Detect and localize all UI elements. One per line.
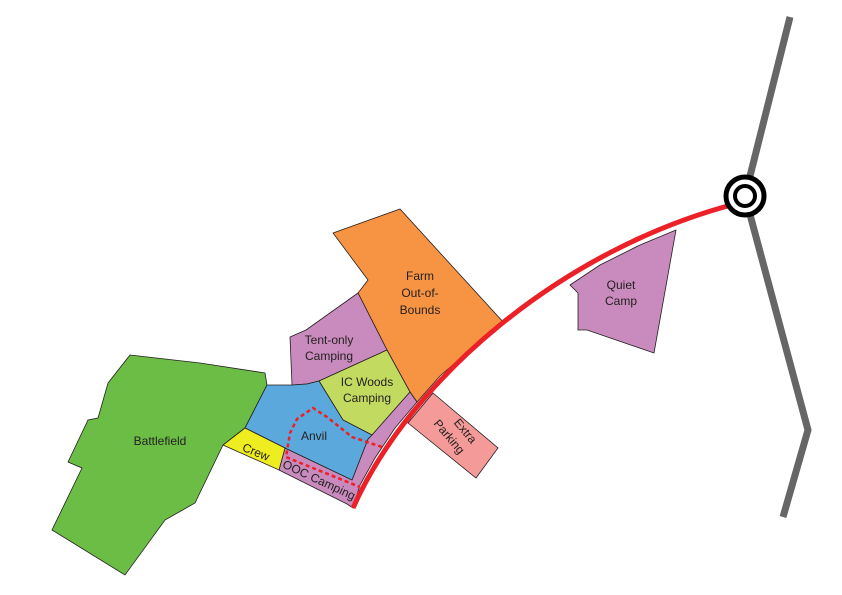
label-tent-only-2: Camping [305, 349, 353, 363]
label-farm-1: Farm [406, 269, 434, 283]
label-quiet-camp-1: Quiet [607, 278, 636, 292]
zone-crew[interactable] [222, 427, 286, 471]
label-battlefield: Battlefield [134, 434, 187, 448]
label-farm-2: Out-of- [401, 286, 438, 300]
label-farm-3: Bounds [400, 303, 441, 317]
zone-battlefield[interactable] [51, 354, 268, 576]
roundabout-icon [723, 174, 767, 218]
zone-extra-parking[interactable] [407, 392, 499, 479]
side-road [741, 16, 812, 518]
label-quiet-camp-2: Camp [605, 294, 637, 308]
label-ic-woods-1: IC Woods [341, 375, 393, 389]
label-tent-only-1: Tent-only [305, 333, 354, 347]
main-road [350, 201, 736, 510]
dashed-boundary [284, 406, 383, 489]
label-anvil: Anvil [301, 429, 327, 443]
zone-quiet-camp[interactable] [569, 229, 677, 354]
label-ic-woods-2: Camping [343, 391, 391, 405]
